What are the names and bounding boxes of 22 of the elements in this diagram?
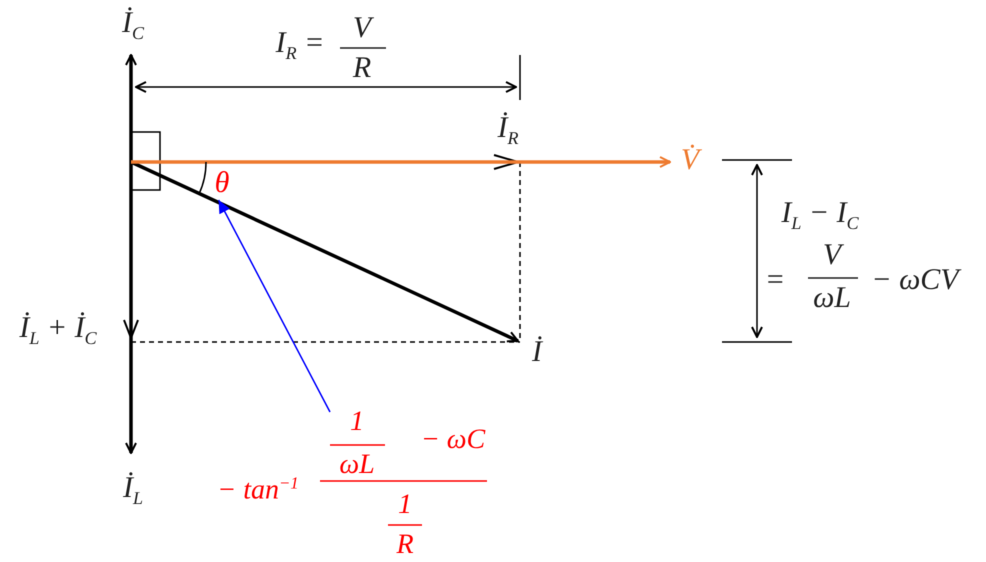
math-label: ωL: [813, 283, 851, 313]
formula-text: − ωC: [420, 426, 486, 454]
math-label: V̇: [680, 145, 700, 175]
formula-text: R: [396, 531, 414, 559]
leader-line: [218, 200, 331, 412]
formula-text: 1: [350, 408, 364, 436]
math-label: İ$_{L}$: [123, 473, 143, 507]
formula-text: 1: [398, 491, 412, 519]
math-label: V: [822, 240, 842, 270]
math-label: İ$_{L}$ + İ$_{C}$: [19, 313, 97, 347]
math-label: I$_{L}$ − I$_{C}$: [781, 198, 859, 232]
formula-text: ωL: [339, 451, 375, 479]
math-label: İ: [532, 337, 542, 367]
math-label: İ$_{C}$: [122, 8, 144, 42]
math-label: − ωCV: [871, 265, 959, 295]
math-label: I$_{R}$ =: [276, 28, 324, 62]
formula-text: − tan$^{−1}$: [217, 475, 299, 505]
math-label: R: [352, 53, 372, 83]
math-label: V: [352, 13, 372, 43]
angle-label: θ: [214, 168, 230, 198]
math-label: =: [764, 265, 786, 295]
math-label: İ$_{R}$: [498, 113, 518, 147]
